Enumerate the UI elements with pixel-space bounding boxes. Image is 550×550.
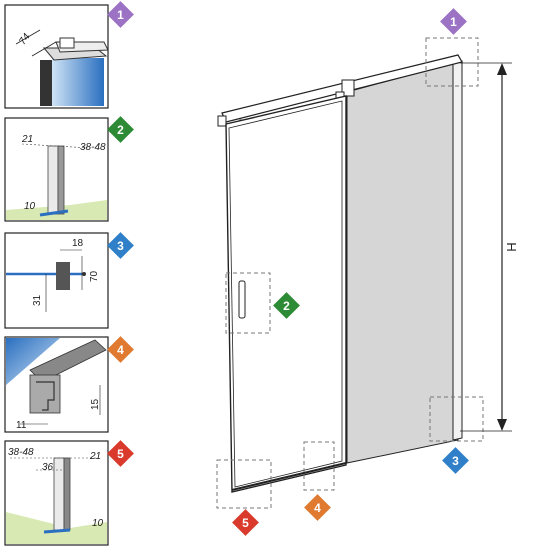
detail-badge-1: 1 [107, 1, 134, 28]
dim-label: 38-48 [8, 447, 34, 458]
detail-badge-2: 2 [107, 116, 134, 143]
wall-profile [452, 60, 463, 441]
marker-badge-4: 4 [304, 494, 331, 521]
dim-label: 10 [92, 518, 104, 529]
dim-label: 21 [89, 451, 101, 462]
badge-number: 5 [117, 447, 124, 461]
dim-label: 38-48 [80, 142, 106, 153]
detail-panel-3: 18 70 31 [4, 232, 109, 329]
detail-badge-4: 4 [107, 336, 134, 363]
badge-number: 3 [452, 454, 459, 468]
callout-box-2 [225, 272, 271, 334]
marker-badge-3: 3 [442, 447, 469, 474]
callout-box-5 [216, 459, 272, 509]
dim-label: 31 [32, 294, 43, 306]
dim-label: 21 [21, 134, 33, 145]
badge-number: 3 [117, 239, 124, 253]
callout-box-1 [425, 37, 479, 87]
badge-number: 2 [283, 299, 290, 313]
marker-badge-1: 1 [440, 8, 467, 35]
dim-label: 70 [89, 270, 100, 282]
callout-box-4 [303, 441, 335, 491]
detail-badge-5: 5 [107, 440, 134, 467]
glass-pane [52, 58, 104, 106]
badge-number: 2 [117, 123, 124, 137]
callout-box-3 [429, 396, 484, 442]
main-door-drawing: H [216, 37, 519, 509]
detail-panel-2: 21 38-48 10 [4, 117, 109, 222]
dim-label: 10 [24, 201, 36, 212]
dim-label: 18 [72, 238, 84, 249]
badge-number: 4 [117, 343, 124, 357]
marker-badge-5: 5 [232, 509, 259, 536]
detail-panel-5: 38-48 21 36 10 [4, 440, 109, 546]
detail-panel-4: 15 11 [4, 336, 109, 433]
dim-label: 36 [42, 462, 54, 473]
fixed-glass-panel [346, 61, 459, 464]
detail-panel-1: 74 [4, 4, 109, 109]
badge-number: 5 [242, 516, 249, 530]
badge-number: 4 [314, 501, 321, 515]
height-label: H [504, 242, 519, 251]
door-handle [238, 280, 246, 319]
badge-number: 1 [450, 15, 457, 29]
door-profile [40, 60, 54, 106]
badge-number: 1 [117, 8, 124, 22]
detail-badge-3: 3 [107, 232, 134, 259]
dim-label: 15 [90, 398, 101, 410]
dim-label: 11 [16, 420, 27, 431]
